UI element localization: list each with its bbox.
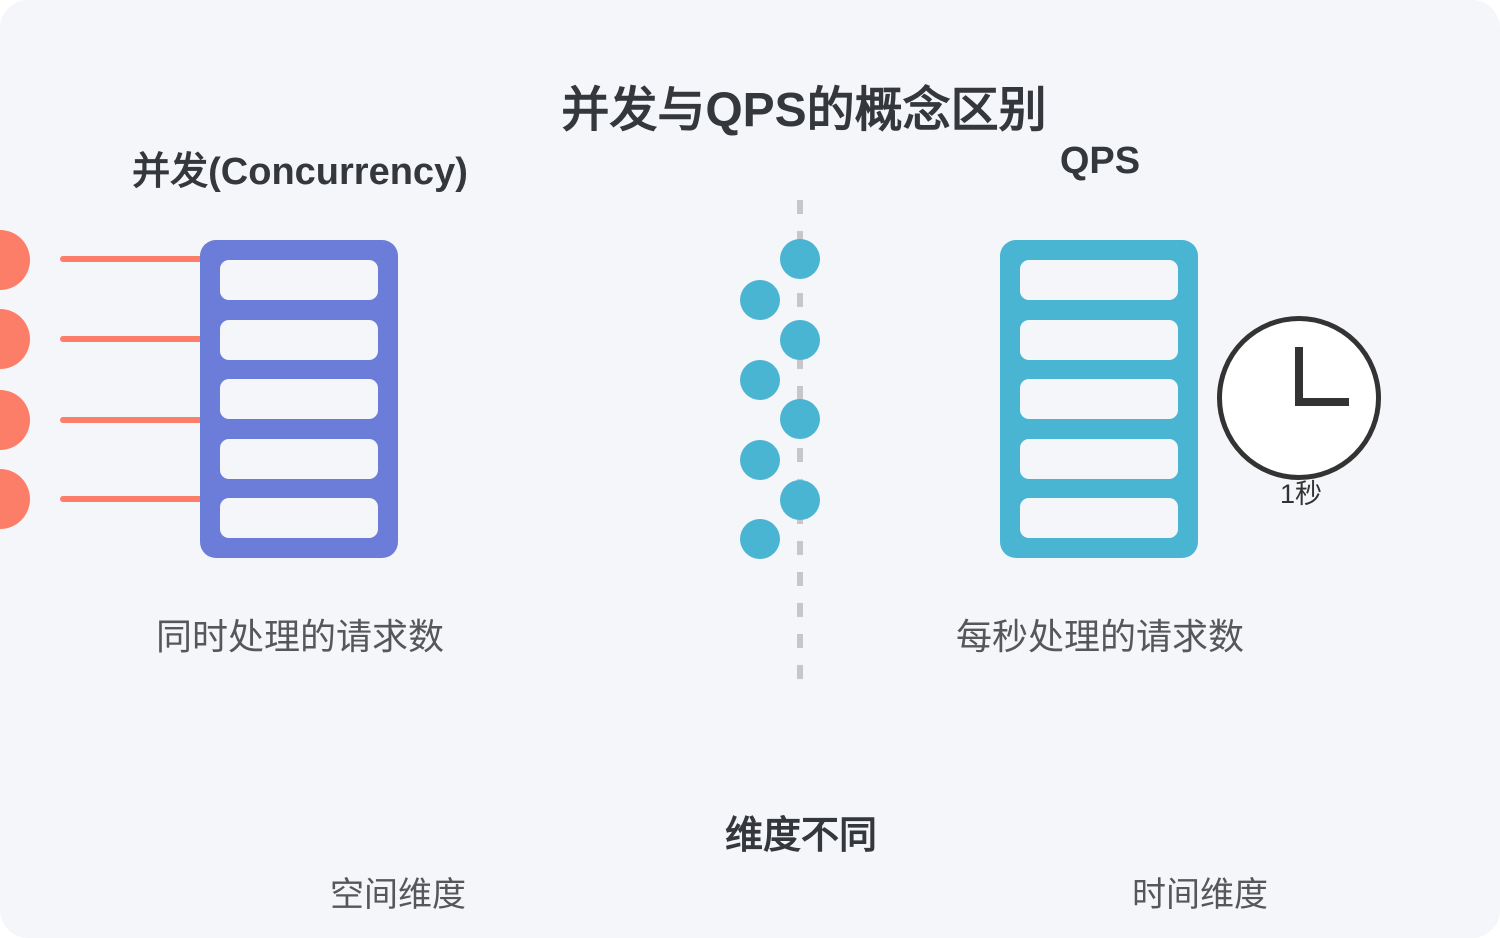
request-dot — [780, 399, 820, 439]
rack-slot — [220, 498, 378, 538]
rack-slot — [220, 260, 378, 300]
request-dot — [740, 519, 780, 559]
qps-dimension-label: 时间维度 — [1132, 876, 1268, 914]
rack-slot — [1020, 438, 1178, 479]
request-dot — [780, 480, 820, 520]
page-title: 并发与QPS的概念区别 — [561, 84, 1047, 137]
conclusion-heading: 维度不同 — [724, 815, 878, 857]
time-axis-dashed-line — [797, 200, 803, 690]
request-circle — [0, 469, 30, 529]
rack-slot — [1020, 260, 1178, 300]
clock-minute-hand — [1295, 347, 1303, 406]
clock-icon — [1217, 316, 1381, 480]
request-circle — [0, 230, 30, 290]
rack-slot — [1020, 319, 1178, 360]
request-dot — [740, 440, 780, 480]
request-dot — [740, 280, 780, 320]
request-line — [60, 336, 206, 342]
concurrency-caption: 同时处理的请求数 — [155, 616, 445, 657]
request-line — [60, 417, 206, 423]
qps-header: QPS — [1059, 140, 1141, 182]
rack-slot — [1020, 498, 1178, 538]
server-rack-icon — [1000, 240, 1198, 558]
clock-label: 1秒 — [1279, 479, 1323, 509]
request-dot — [780, 320, 820, 360]
concurrency-dimension-label: 空间维度 — [330, 876, 466, 914]
server-rack-icon — [200, 240, 398, 558]
rack-slot — [220, 379, 378, 419]
concurrency-header: 并发(Concurrency) — [132, 151, 468, 193]
rack-slot — [220, 438, 378, 479]
request-line — [60, 256, 206, 262]
request-circle — [0, 309, 30, 369]
request-dot — [780, 239, 820, 279]
clock-hour-hand — [1295, 398, 1349, 406]
request-dot — [740, 360, 780, 400]
request-line — [60, 496, 206, 502]
rack-slot — [220, 319, 378, 360]
request-circle — [0, 390, 30, 450]
qps-caption: 每秒处理的请求数 — [955, 616, 1245, 657]
rack-slot — [1020, 379, 1178, 419]
